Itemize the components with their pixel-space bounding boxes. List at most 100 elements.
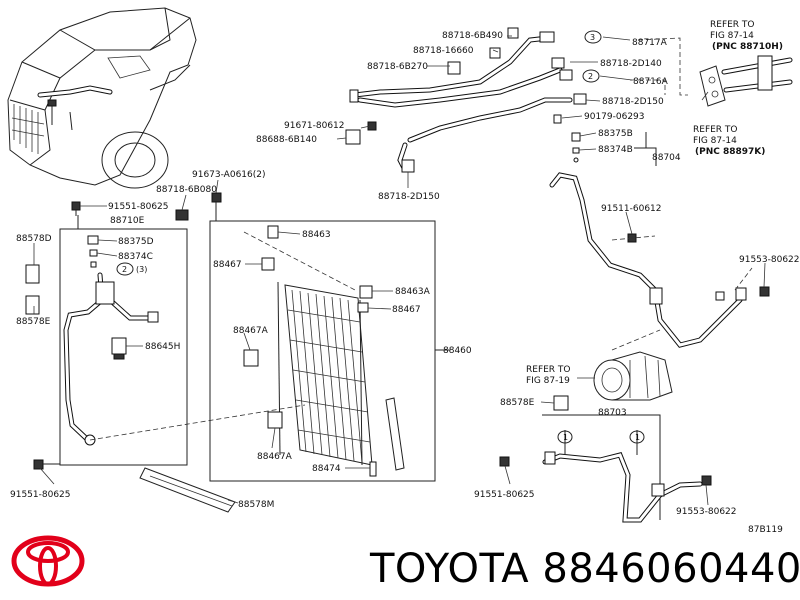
- leader-lines: [33, 35, 766, 506]
- bracket-88467a-bot: [267, 411, 283, 429]
- expansion-valve-sketch: [699, 55, 793, 107]
- refer-b-line1: REFER TO: [693, 125, 738, 135]
- bolt-91671-80612: [367, 121, 377, 131]
- label-88463: 88463: [302, 230, 331, 240]
- bracket-88463: [267, 225, 279, 239]
- plug-88375b: [571, 132, 581, 142]
- label-88718-6b490: 88718-6B490: [442, 31, 503, 41]
- bolt-91553-80622-b: [701, 475, 712, 486]
- compressor-sketch: [593, 351, 673, 401]
- part-labels: 88718-6B490 88718-16660 88718-6B270 8871…: [10, 31, 800, 535]
- bolt-91551-80625-b: [33, 459, 60, 470]
- circle-3-top: 3: [590, 33, 595, 42]
- label-88645h: 88645H: [145, 342, 180, 352]
- clamp-88718-6b270: [447, 61, 461, 75]
- bolt-91673-a0616: [211, 192, 222, 221]
- condenser-box: [209, 220, 450, 482]
- oring-88374c: [89, 249, 98, 257]
- bolt-91551-80625-c: [499, 456, 510, 467]
- clamp-88718-16660: [489, 47, 501, 59]
- label-88688-6b140: 88688-6B140: [256, 135, 317, 145]
- clamp-88718-2d140: [551, 57, 565, 69]
- label-91511-60612: 91511-60612: [601, 204, 662, 214]
- refer-c-line2: FIG 87-19: [526, 376, 570, 386]
- label-91551-80625-c: 91551-80625: [474, 490, 535, 500]
- label-91553-80622-a: 91553-80622: [739, 255, 800, 265]
- label-88467a-top: 88467A: [233, 326, 269, 336]
- label-88710e: 88710E: [110, 216, 145, 226]
- oring-88374b: [572, 147, 580, 154]
- label-88578e-right: 88578E: [500, 398, 535, 408]
- seal-88578m: [139, 467, 236, 513]
- label-88718-6b270: 88718-6B270: [367, 62, 428, 72]
- bracket-88467-b: [357, 302, 369, 313]
- bracket-88463a: [359, 285, 373, 299]
- refer-c-line1: REFER TO: [526, 365, 571, 375]
- circle-callouts: 3 2 2 (3) 1 1: [116, 30, 645, 444]
- refer-a-line3: (PNC 88710H): [712, 42, 783, 52]
- hose-88704: [549, 172, 770, 348]
- refer-b-line3: (PNC 88897K): [695, 147, 765, 157]
- label-88463a: 88463A: [395, 287, 431, 297]
- label-91673-a0616: 91673-A0616(2): [192, 170, 266, 180]
- label-88718-6b080: 88718-6B080: [156, 185, 217, 195]
- label-88375d: 88375D: [118, 237, 154, 247]
- label-88474: 88474: [312, 464, 341, 474]
- label-88718-2d140: 88718-2D140: [600, 59, 662, 69]
- hose-88703: [499, 430, 712, 523]
- pad-88578d: [25, 264, 40, 284]
- circle-2-top: 2: [588, 72, 593, 81]
- receiver-box: [25, 215, 188, 466]
- label-91553-80622-b: 91553-80622: [676, 507, 737, 517]
- bracket-88467-a: [261, 257, 275, 271]
- label-88578d: 88578D: [16, 234, 52, 244]
- clamp-88718-2d150-mid: [401, 159, 415, 173]
- clamp-88718-2d150-top: [573, 93, 587, 105]
- bolt-91553-80622-a: [759, 286, 770, 297]
- clamp-88718-6b490: [507, 27, 519, 39]
- label-88467-b: 88467: [392, 305, 421, 315]
- diagram-code: 87B119: [748, 525, 783, 535]
- label-88374c: 88374C: [118, 252, 153, 262]
- label-88374b: 88374B: [598, 145, 633, 155]
- plug-88375d: [87, 235, 99, 245]
- seal-88578e-compressor: [553, 395, 569, 411]
- switch-88645h: [111, 337, 127, 355]
- label-91551-80625-a: 91551-80625: [108, 202, 169, 212]
- label-88578m: 88578M: [238, 500, 274, 510]
- refer-notes: REFER TO FIG 87-14 (PNC 88710H) REFER TO…: [526, 20, 783, 386]
- label-88375b: 88375B: [598, 129, 633, 139]
- bolt-91551-80625-a: [71, 201, 81, 216]
- circle-2-left: 2: [122, 265, 127, 274]
- bracket-88688-6b140: [345, 129, 361, 145]
- label-88716a: 88716A: [633, 77, 669, 87]
- refer-a-line2: FIG 87-14: [710, 31, 754, 41]
- vehicle-sketch: [7, 7, 197, 189]
- circle-1-a: 1: [563, 433, 568, 442]
- seal-88578e-right: [385, 397, 405, 471]
- label-88704: 88704: [652, 153, 681, 163]
- label-91551-80625-b: 91551-80625: [10, 490, 71, 500]
- circle-3-left: (3): [136, 265, 147, 274]
- label-88703: 88703: [598, 408, 627, 418]
- pad-88578e: [25, 295, 40, 315]
- top-pipes: [345, 27, 587, 173]
- label-88578e-left: 88578E: [16, 317, 51, 327]
- toyota-logo-icon: [11, 535, 85, 587]
- bracket-88718-6b080: [175, 209, 189, 221]
- cap-90179-06293: [553, 114, 562, 124]
- label-88718-2d150-top: 88718-2D150: [602, 97, 664, 107]
- label-88718-2d150-mid: 88718-2D150: [378, 192, 440, 202]
- label-91671-80612: 91671-80612: [284, 121, 345, 131]
- label-88718-16660: 88718-16660: [413, 46, 474, 56]
- bracket-88467a-top: [243, 349, 259, 367]
- label-88467-a: 88467: [213, 260, 242, 270]
- circle-1-b: 1: [635, 433, 640, 442]
- label-90179-06293: 90179-06293: [584, 112, 645, 122]
- label-88717a: 88717A: [632, 38, 668, 48]
- cap-88474: [369, 461, 377, 477]
- label-88467a-bot: 88467A: [257, 452, 293, 462]
- refer-b-line2: FIG 87-14: [693, 136, 737, 146]
